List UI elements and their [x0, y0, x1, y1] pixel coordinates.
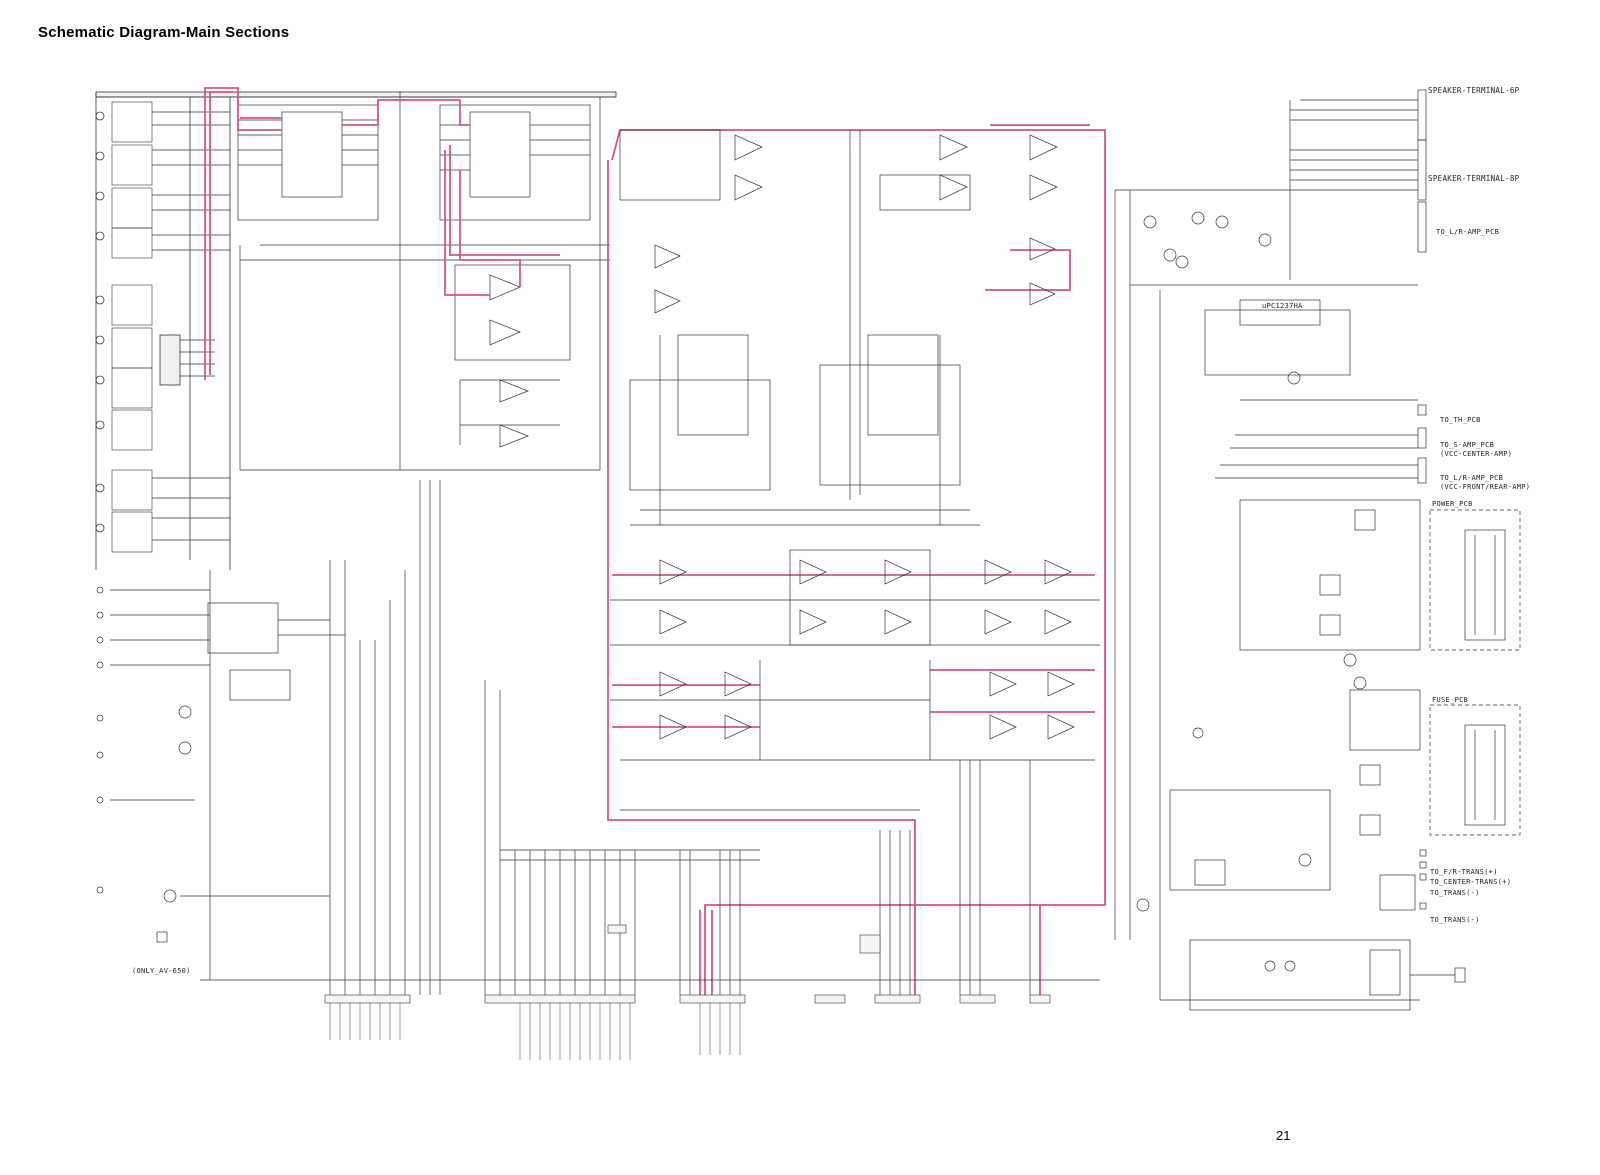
to-s-amp-pcb-label: TO_S-AMP_PCB [1440, 441, 1495, 449]
speaker-terminal-6p-label: SPEAKER-TERMINAL-6P [1428, 86, 1520, 95]
vcc-front-rear-label: (VCC-FRONT/REAR-AMP) [1440, 483, 1531, 491]
highlighted-paths [204, 87, 1106, 1000]
upc-ic-label: uPC1237HA [1262, 302, 1303, 310]
center-opamps [610, 129, 1100, 761]
bottom-labels-ticks [329, 1003, 741, 1060]
to-th-pcb-label: TO_TH_PCB [1440, 416, 1481, 424]
speaker-terminal-8p-label: SPEAKER-TERMINAL-8P [1428, 174, 1520, 183]
to-fr-trans-label: TO_F/R-TRANS(+) [1430, 868, 1498, 876]
only-av-650-label: (ONLY_AV-650) [132, 967, 191, 975]
vcc-center-amp-label: (VCC-CENTER-AMP) [1440, 450, 1513, 458]
to-lr-amp-pcb-label: TO_L/R-AMP_PCB [1436, 228, 1500, 236]
to-trans-minus-label: TO_TRANS(-) [1430, 889, 1480, 897]
power-pcb-label: POWER_PCB [1432, 500, 1473, 508]
page-number: 21 [1276, 1128, 1291, 1143]
bottom-connectors [324, 924, 1051, 1004]
to-lr-amp-pcb-2-label: TO_L/R-AMP_PCB [1440, 474, 1504, 482]
right-section [1114, 89, 1521, 1011]
to-trans-minus-2-label: TO_TRANS(-) [1430, 916, 1480, 924]
to-center-trans-label: TO_CENTER-TRANS(+) [1430, 878, 1512, 886]
input-jacks [95, 111, 105, 533]
video-section [96, 586, 345, 943]
opamp-cluster-left [454, 264, 571, 448]
fuse-pcb-label: FUSE_PCB [1432, 696, 1469, 704]
input-section [95, 91, 617, 570]
selector-ics [237, 92, 610, 471]
page-title: Schematic Diagram-Main Sections [38, 24, 290, 41]
bus-lines [200, 480, 1100, 995]
